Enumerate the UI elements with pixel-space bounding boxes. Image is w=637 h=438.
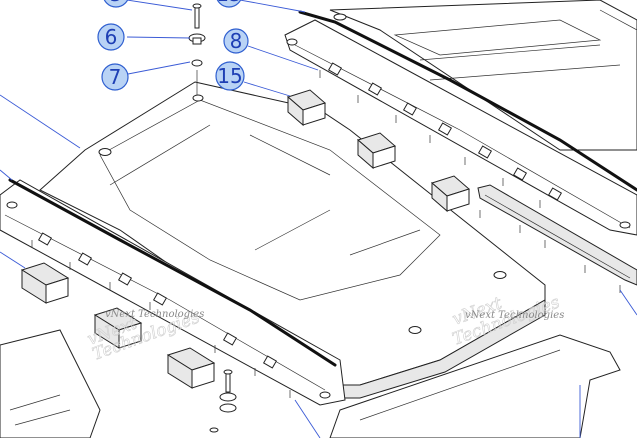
foam-block: [166, 347, 216, 389]
callout-7[interactable]: 7: [101, 63, 129, 91]
foam-block: [93, 307, 143, 349]
seal-strip: [477, 184, 637, 286]
callout-5[interactable]: 5: [103, 0, 129, 8]
callout-13-label: 13: [216, 0, 241, 6]
foam-blocks: [20, 89, 471, 389]
foam-block: [20, 262, 70, 304]
foam-block: [430, 175, 471, 213]
callout-15-label: 15: [217, 64, 242, 88]
callout-8-label: 8: [230, 29, 243, 53]
callout-8[interactable]: 8: [223, 28, 249, 54]
callout-7-label: 7: [109, 65, 122, 89]
callout-6-label: 6: [105, 25, 118, 49]
watermark-right-text: vNext Technologies: [465, 310, 564, 321]
right-roof-rail: [284, 10, 637, 236]
rear-roof-panel: [329, 0, 637, 151]
callout-5-label: 5: [110, 0, 123, 6]
watermark-left-text: vNext Technologies: [105, 309, 204, 320]
fastener-stack: [188, 3, 206, 95]
fastener-stack-lower: [209, 369, 237, 433]
front-roof-panel: [0, 329, 621, 438]
small-screws: [31, 70, 621, 398]
callout-15[interactable]: 15: [215, 61, 245, 91]
foam-block: [286, 89, 327, 127]
left-roof-rail: [0, 178, 346, 406]
foam-block: [356, 132, 397, 170]
callout-6[interactable]: 6: [97, 23, 125, 51]
callout-13[interactable]: 13: [216, 0, 242, 8]
